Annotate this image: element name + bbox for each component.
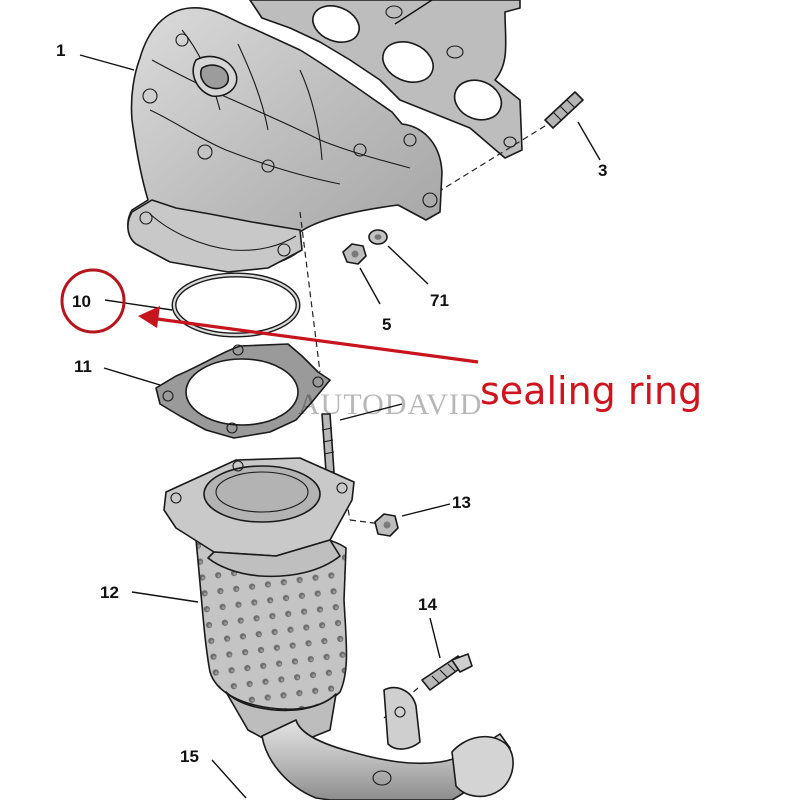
annotation-arrow <box>138 306 479 364</box>
highlight-circle <box>60 268 126 334</box>
manifold-gasket <box>249 0 523 159</box>
callout-12: 12 <box>100 583 119 602</box>
callout-15: 15 <box>180 747 199 766</box>
stud <box>424 91 601 201</box>
callout-1: 1 <box>56 41 65 60</box>
callout-71: 71 <box>430 291 449 310</box>
annotation-label: sealing ring <box>480 369 702 413</box>
downpipe <box>211 686 514 800</box>
watermark: AUTODAVID <box>298 388 483 421</box>
callout-5: 5 <box>382 315 391 334</box>
catalytic-converter <box>131 457 355 743</box>
callout-10: 10 <box>72 292 91 311</box>
pipe-stud <box>383 617 473 719</box>
exhaust-manifold <box>79 7 443 273</box>
callout-3: 3 <box>598 161 607 180</box>
callout-13: 13 <box>452 493 471 512</box>
callout-14: 14 <box>418 595 437 614</box>
nut <box>342 243 381 305</box>
callout-11: 11 <box>74 357 92 376</box>
sealing-ring <box>104 272 301 338</box>
converter-nut <box>374 503 451 537</box>
flange-gasket <box>103 343 331 439</box>
washer <box>368 229 429 285</box>
converter-stud <box>321 403 403 473</box>
